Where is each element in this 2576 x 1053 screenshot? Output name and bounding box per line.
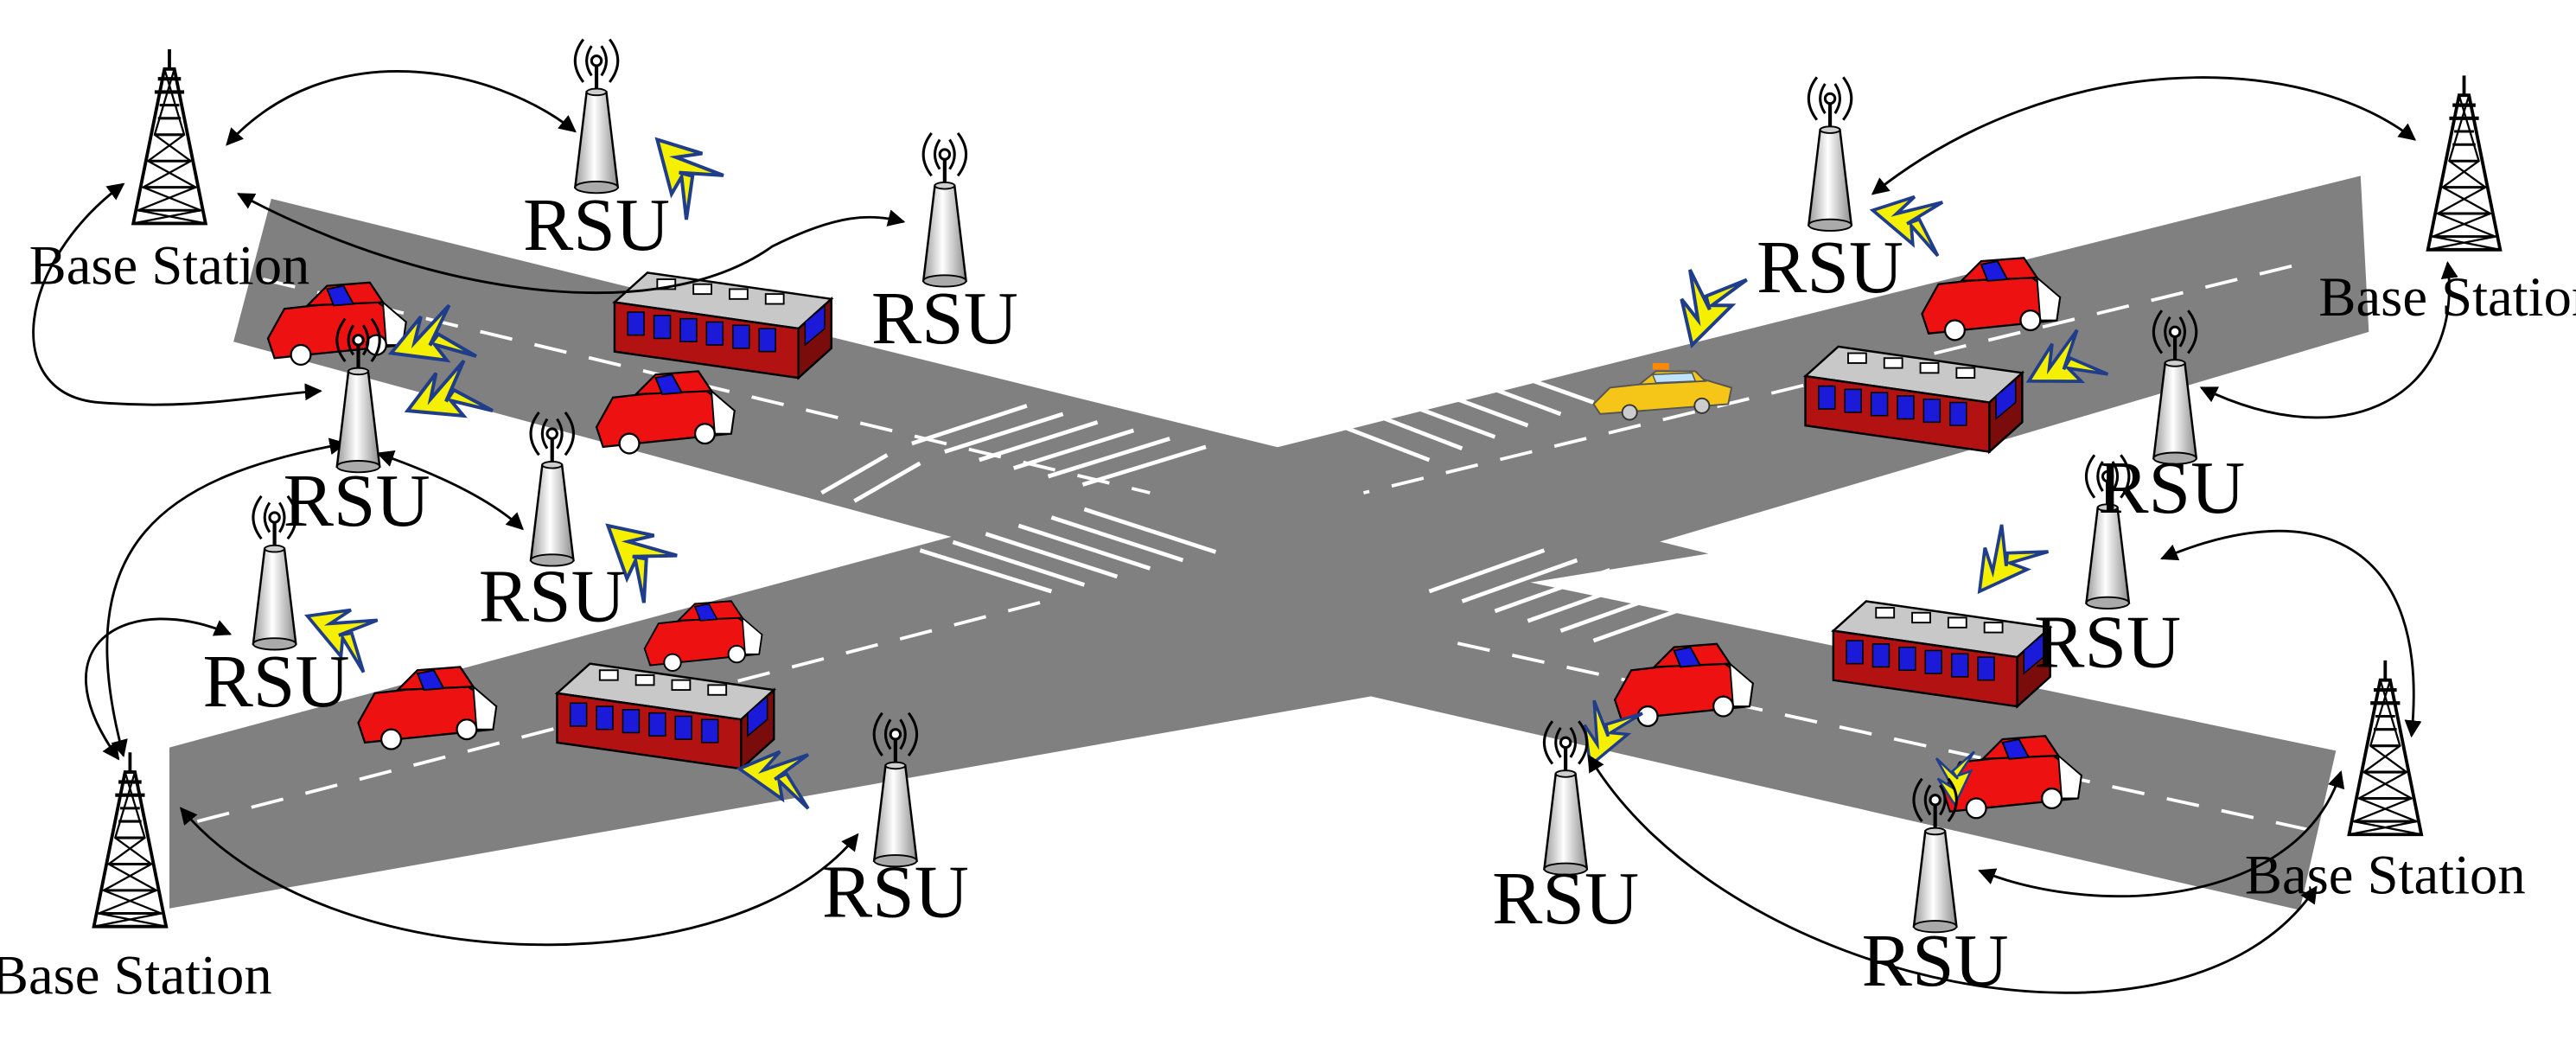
rsu-antenna (923, 133, 966, 287)
base-station-tower (2350, 661, 2422, 834)
rsu-antenna (1808, 77, 1851, 231)
base-station-tower (133, 49, 206, 223)
base-station-tower (2428, 75, 2501, 249)
rsu-label: RSU (871, 276, 1018, 360)
base-station-label: Base Station (2318, 265, 2576, 328)
rsu-antenna (531, 412, 573, 566)
rsu-label: RSU (202, 639, 349, 723)
rsu-label: RSU (479, 553, 626, 637)
rsu-label: RSU (2098, 445, 2245, 529)
rsu-label: RSU (284, 458, 430, 542)
base-station-label: Base Station (0, 944, 272, 1006)
base-station-label: Base Station (29, 234, 310, 297)
rsu-label: RSU (822, 849, 969, 933)
rsu-label: RSU (1757, 225, 1903, 309)
rsu-label: RSU (1862, 918, 2009, 1002)
rsu-label: RSU (2034, 599, 2181, 683)
base-station-tower (94, 752, 167, 926)
rsu-label: RSU (1492, 856, 1639, 940)
rsu-antenna (575, 40, 617, 194)
labels: Base Station Base Station Base Station B… (0, 182, 2576, 1006)
base-station-label: Base Station (2245, 844, 2526, 906)
rsu-label: RSU (523, 182, 670, 266)
link-arrows (32, 70, 2458, 994)
